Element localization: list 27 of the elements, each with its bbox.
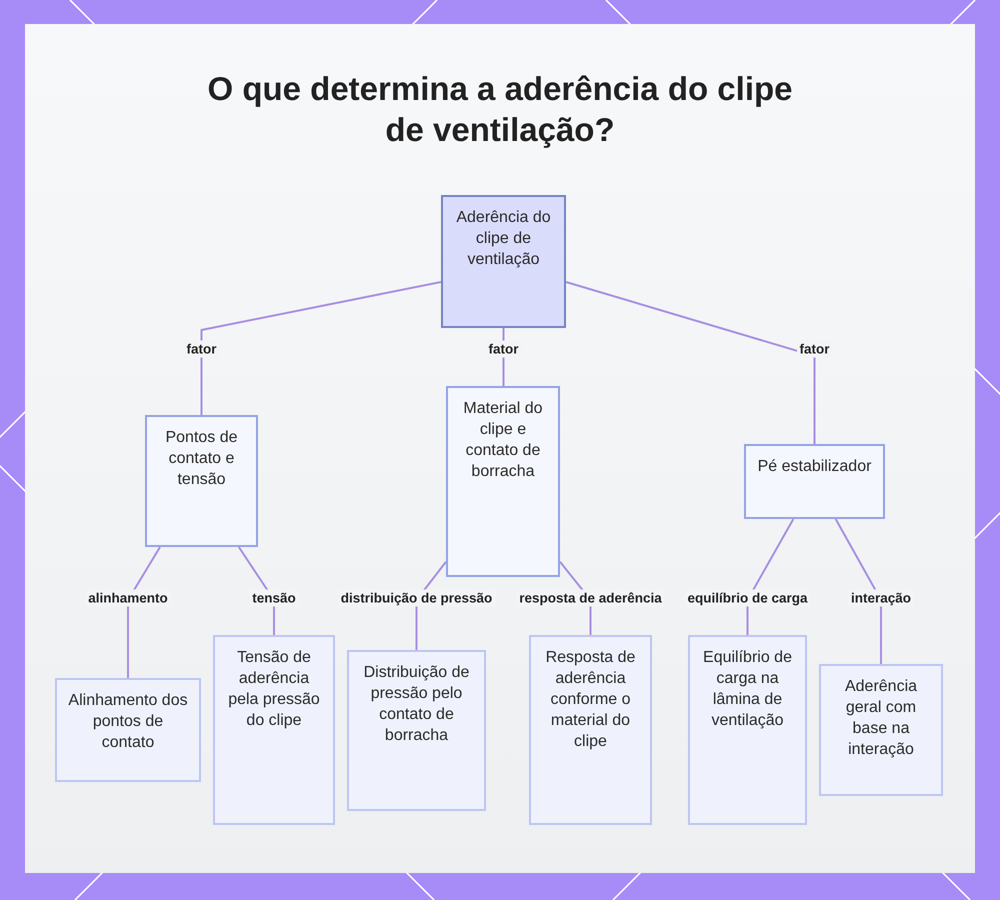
concept-box [145, 415, 258, 547]
diagram-title: O que determina a aderência do clipe de ventilação? [206, 69, 794, 150]
concept-text: Distribuição de pressão pelo contato de borracha [362, 663, 470, 746]
concept-box [446, 386, 560, 577]
concept-text: Aderência do clipe de ventilação [455, 208, 552, 270]
concept-box [347, 650, 486, 811]
concept-text: Aderência geral com base na interação [844, 677, 918, 760]
concept-text: Material do clipe e contato de borracha [462, 399, 544, 482]
concept-text: Pontos de contato e tensão [164, 428, 239, 490]
concept-text: Pé estabilizador [758, 457, 872, 477]
connector-line [200, 281, 442, 415]
concept-box [688, 635, 807, 825]
concept-box [529, 635, 652, 825]
concept-box [819, 664, 943, 796]
concept-box [744, 444, 885, 519]
concept-text: Tensão de aderência pela pressão do clipe [227, 648, 321, 731]
concept-text: Equilíbrio de carga na lâmina de ventilação [702, 648, 793, 731]
concept-box [441, 195, 566, 328]
connector-line [566, 281, 816, 444]
connector-line [834, 518, 882, 664]
concept-box [55, 678, 201, 782]
edge-label: fator [486, 340, 522, 358]
concept-text: Resposta de aderência conforme o material do clipe [544, 648, 636, 752]
edge-label: fator [184, 340, 220, 358]
concept-box [213, 635, 335, 825]
edge-label: fator [796, 340, 832, 358]
concept-text: Alinhamento dos pontos de contato [67, 691, 189, 753]
